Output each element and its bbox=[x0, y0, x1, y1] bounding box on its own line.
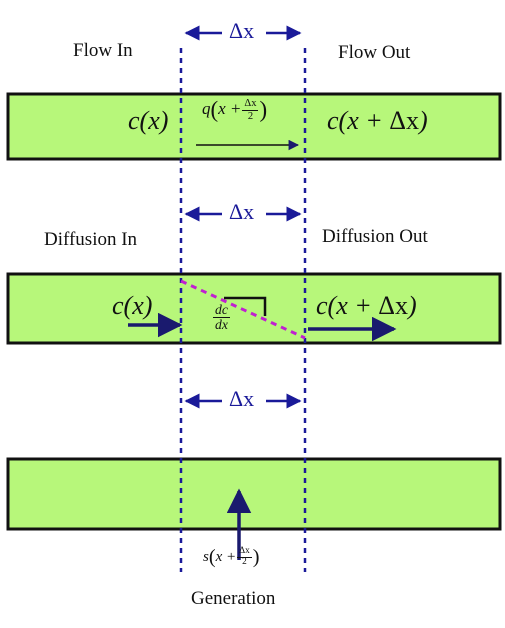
dx-label-top: Δx bbox=[229, 18, 255, 43]
generation-label: Generation bbox=[191, 588, 276, 609]
diffusion-c-right-main: c(x + bbox=[316, 291, 379, 320]
diffusion-out-label: Diffusion Out bbox=[322, 226, 428, 247]
flow-out-label: Flow Out bbox=[338, 42, 411, 63]
flow-c-right: c(x + Δx) bbox=[327, 106, 428, 136]
generation-var: x + bbox=[215, 548, 237, 565]
flow-in-label: Flow In bbox=[73, 40, 133, 61]
diffusion-c-right-dx: Δx bbox=[378, 291, 409, 320]
flow-c-left: c(x) bbox=[128, 106, 169, 135]
generation-frac-den: 2 bbox=[242, 557, 247, 567]
diffusion-c-left: c(x) bbox=[112, 291, 153, 320]
flow-c-right-dx: Δx bbox=[389, 106, 420, 135]
flow-flux-frac-den: 2 bbox=[247, 110, 254, 122]
dx-label-bottom: Δx bbox=[229, 386, 255, 411]
gradient-line bbox=[180, 279, 306, 340]
flow-c-right-tail: ) bbox=[419, 106, 428, 135]
flow-flux-frac-num: Δx bbox=[242, 98, 259, 111]
generation-band bbox=[6, 457, 502, 531]
dx-label-mid: Δx bbox=[229, 199, 255, 224]
flow-c-right-main: c(x + bbox=[327, 106, 390, 135]
diffusion-band bbox=[6, 272, 502, 345]
flow-band bbox=[6, 92, 502, 161]
flow-flux-var: x + bbox=[218, 98, 242, 118]
gradient-num: dc bbox=[213, 302, 230, 319]
gradient-den: dx bbox=[215, 317, 228, 333]
diffusion-c-right: c(x + Δx) bbox=[316, 291, 417, 321]
generation-frac-num: Δx bbox=[237, 546, 252, 558]
diffusion-in-label: Diffusion In bbox=[44, 229, 138, 250]
diffusion-c-right-tail: ) bbox=[408, 291, 417, 320]
generation-s: s bbox=[203, 548, 209, 565]
flow-flux-q: q bbox=[202, 98, 211, 118]
slope-triangle bbox=[224, 296, 267, 316]
